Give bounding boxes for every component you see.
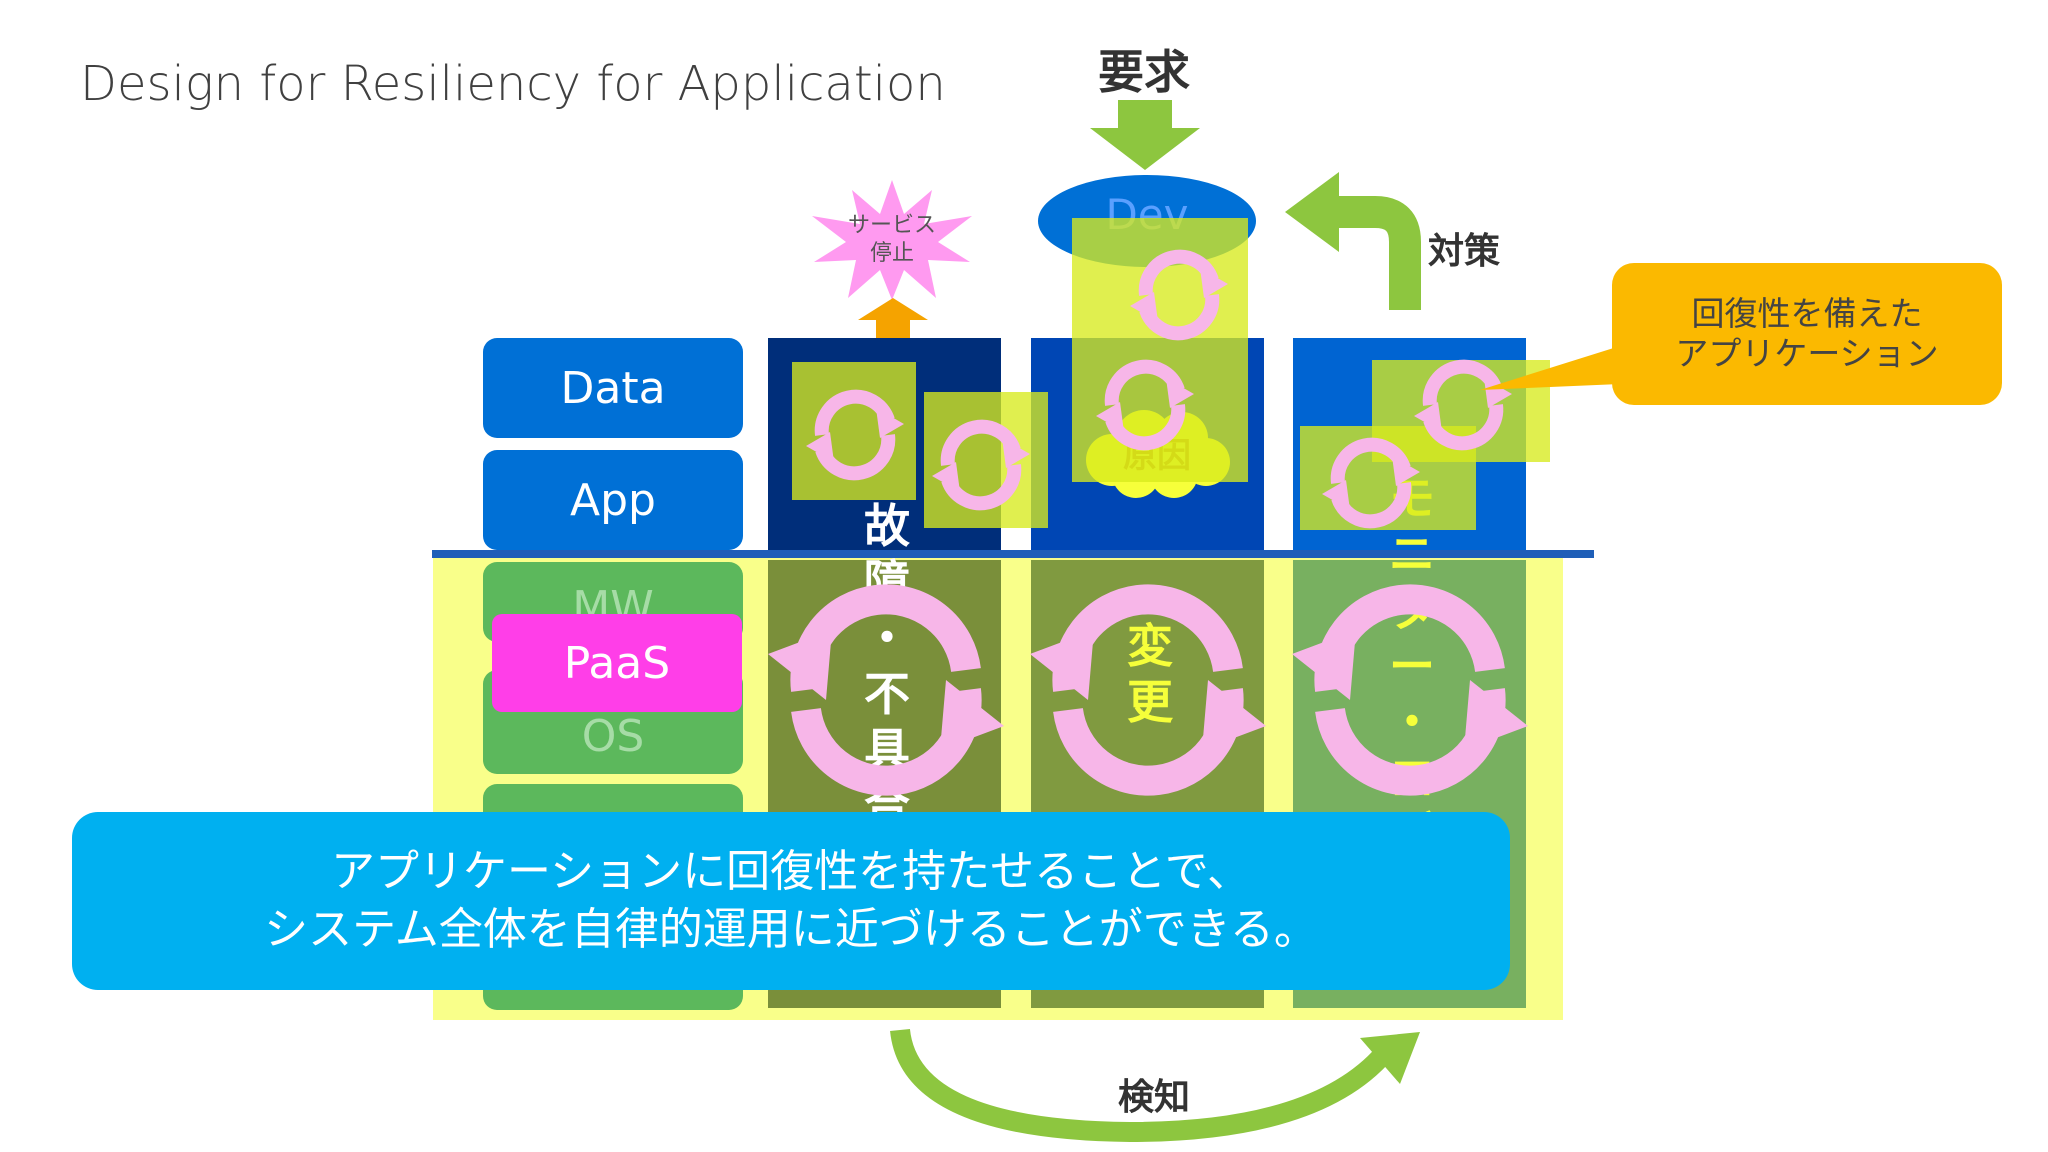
- cycle-arrows-icon: [768, 584, 1004, 796]
- starburst-icon: [812, 180, 972, 300]
- service-stop-label: サービス 停止: [812, 212, 972, 268]
- banner-line-1: アプリケーションに回復性を持たせることで、: [330, 846, 1252, 897]
- callout-pointer: [1480, 346, 1620, 390]
- layer-divider: [432, 550, 1594, 558]
- detect-arrow-icon: [890, 1028, 1420, 1143]
- request-label: 要求: [1098, 45, 1190, 99]
- up-arrow-icon: [858, 298, 928, 352]
- cycle-arrows-icon: [1292, 584, 1528, 796]
- cycle-arrows-icon: [1414, 359, 1512, 451]
- callout-line-1: 回復性を備えた: [1691, 294, 1923, 333]
- resilient-app-callout: 回復性を備えた アプリケーション: [1612, 263, 2002, 405]
- cycle-arrows-icon: [932, 419, 1030, 511]
- cycle-arrows-icon: [806, 389, 904, 481]
- paas-box: PaaS: [492, 614, 742, 712]
- banner-line-2: システム全体を自律的運用に近づけることができる。: [264, 904, 1318, 955]
- callout-line-2: アプリケーション: [1675, 334, 1939, 373]
- cycle-arrows-icon: [1030, 584, 1266, 796]
- layer-data: Data: [483, 338, 743, 438]
- down-arrow-icon: [1090, 100, 1200, 170]
- summary-banner: アプリケーションに回復性を持たせることで、 システム全体を自律的運用に近づけるこ…: [72, 812, 1510, 990]
- layer-app: App: [483, 450, 743, 550]
- detect-label: 検知: [1118, 1077, 1191, 1118]
- slide-title: Design for Resiliency for Application: [80, 56, 946, 112]
- cycle-arrows-icon: [1130, 249, 1228, 341]
- curved-arrow-icon: [1285, 172, 1421, 310]
- column-change-label: 変 更: [1127, 619, 1173, 729]
- service-stop-line-1: サービス: [847, 213, 936, 238]
- countermeasure-label: 対策: [1428, 231, 1501, 272]
- cycle-arrows-icon: [1322, 437, 1420, 529]
- cycle-arrows-icon: [1096, 359, 1194, 451]
- service-stop-line-2: 停止: [869, 241, 914, 266]
